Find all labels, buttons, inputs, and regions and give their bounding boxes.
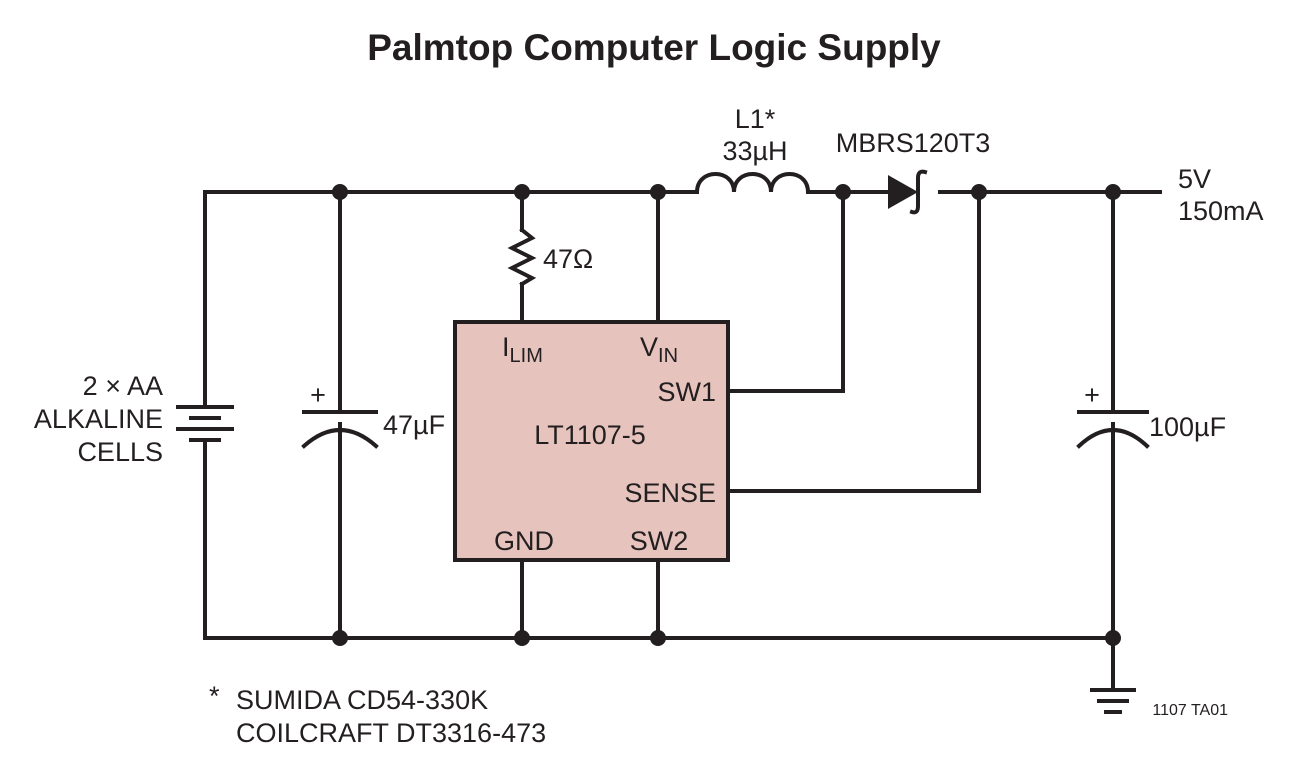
- battery-symbol: [176, 405, 234, 442]
- output-voltage: 5V: [1178, 164, 1211, 194]
- junction-dots: [332, 184, 1121, 646]
- figure-id: 1107 TA01: [1152, 702, 1228, 719]
- ic-part-name: LT1107-5: [534, 420, 646, 450]
- pin-ilim-label: ILIM: [502, 332, 543, 367]
- junction-dot: [332, 184, 348, 200]
- inductor-symbol: [694, 172, 811, 195]
- junction-dot: [332, 630, 348, 646]
- pin-sense-label: SENSE: [624, 478, 716, 508]
- footnote-line2: COILCRAFT DT3316-473: [236, 718, 546, 748]
- inductor-ref: L1*: [735, 104, 776, 134]
- junction-dot: [1105, 630, 1121, 646]
- battery-label-line3: CELLS: [77, 437, 163, 467]
- output-cap-value: 100µF: [1149, 412, 1226, 442]
- pin-sw1-label: SW1: [657, 377, 716, 407]
- junction-dot: [650, 184, 666, 200]
- ground-symbol: [1090, 688, 1136, 714]
- footnote-line1: SUMIDA CD54-330K: [236, 685, 488, 715]
- schottky-diode-symbol: [888, 169, 928, 215]
- output-cap-plus: +: [1084, 380, 1100, 410]
- ic-lt1107-5: [453, 320, 730, 562]
- resistor-symbol: [507, 227, 537, 287]
- diode-part: MBRS120T3: [836, 128, 991, 158]
- battery-label-line2: ALKALINE: [34, 404, 163, 434]
- junction-dot: [514, 630, 530, 646]
- input-capacitor-symbol: [301, 410, 379, 449]
- pin-sw2-label: SW2: [630, 526, 689, 556]
- diagram-title: Palmtop Computer Logic Supply: [367, 27, 941, 68]
- input-cap-plus: +: [310, 380, 326, 410]
- junction-dot: [650, 630, 666, 646]
- battery-label-line1: 2 × AA: [83, 371, 163, 401]
- footnote-marker: *: [209, 681, 220, 711]
- sw1-wire: [726, 190, 845, 393]
- sense-wire: [726, 190, 981, 493]
- junction-dot: [1105, 184, 1121, 200]
- junction-dot: [971, 184, 987, 200]
- resistor-value: 47Ω: [543, 244, 593, 274]
- output-capacitor-symbol: [1076, 410, 1150, 449]
- output-current: 150mA: [1178, 196, 1264, 226]
- junction-dot: [514, 184, 530, 200]
- pin-vin-label: VIN: [640, 332, 678, 367]
- pin-gnd-label: GND: [494, 526, 554, 556]
- junction-dot: [835, 184, 851, 200]
- inductor-value: 33µH: [722, 136, 787, 166]
- input-cap-value: 47µF: [383, 410, 445, 440]
